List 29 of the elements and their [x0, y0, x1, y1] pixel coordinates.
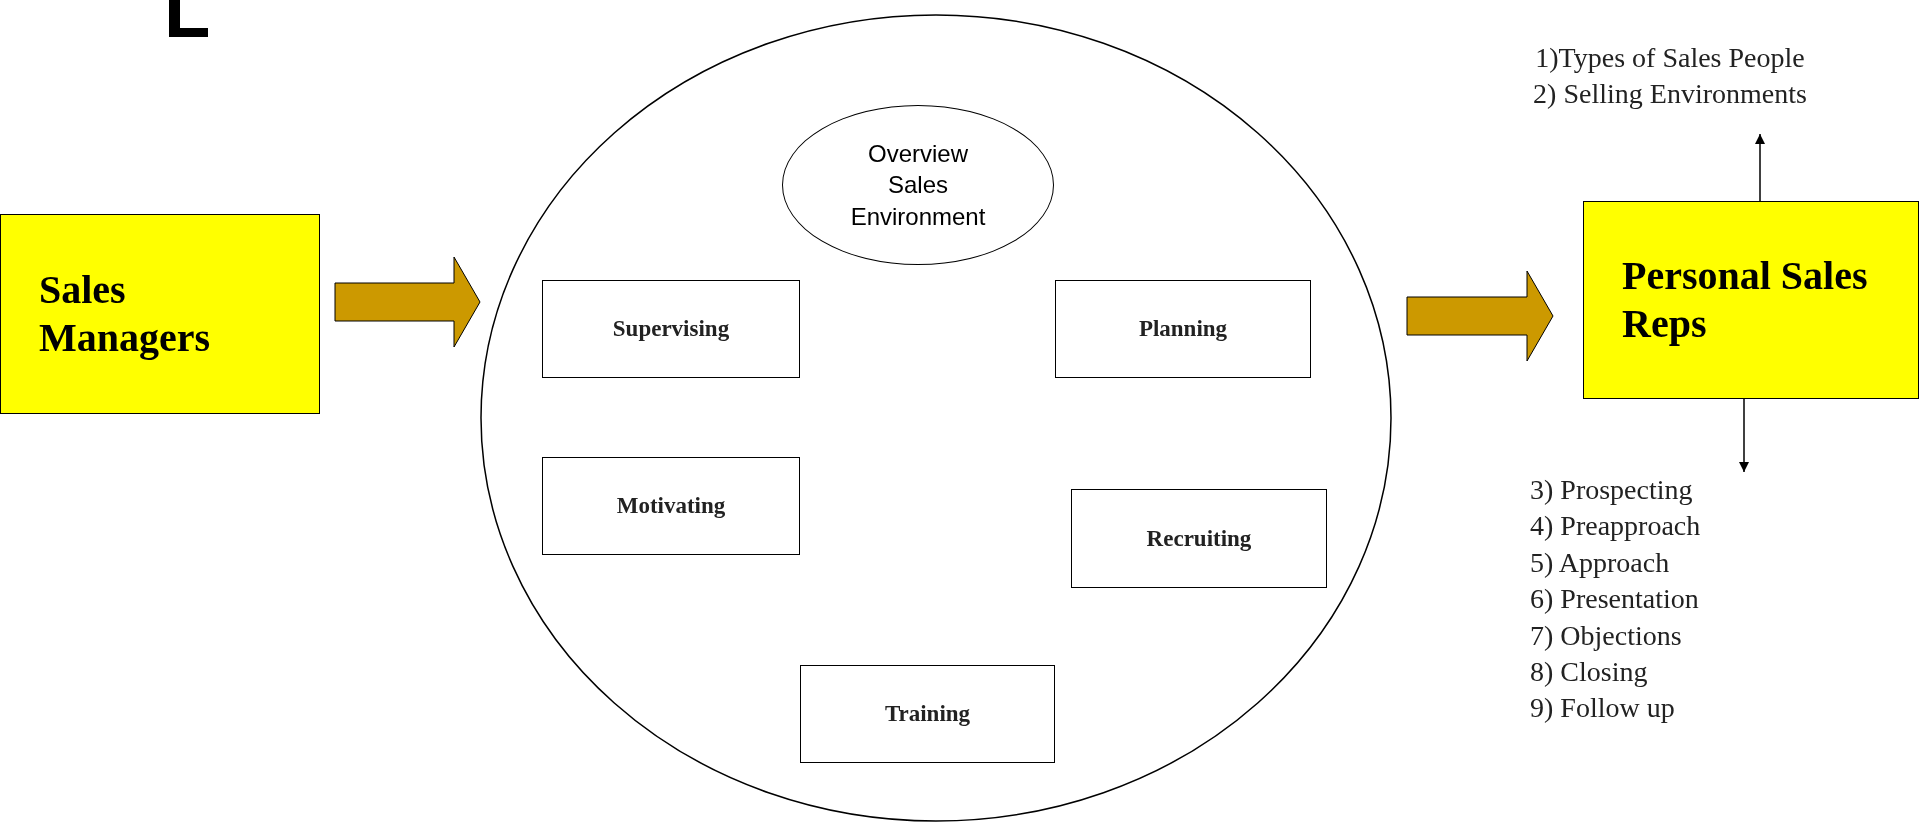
process-box [1583, 201, 1919, 399]
node-label: Supervising [612, 316, 730, 342]
node-label: Sales Managers [39, 266, 212, 362]
process-box [0, 214, 320, 414]
list-item: 1)Types of Sales People [1534, 41, 1806, 75]
block-arrow [1406, 270, 1554, 362]
list-item: 2) Selling Environments [1532, 77, 1808, 112]
list-item: 3) Prospecting [1530, 473, 1694, 507]
process-box [800, 665, 1055, 763]
node-label: Planning [1138, 316, 1228, 342]
node-label: Recruiting [1146, 525, 1252, 552]
list-item: 4) Preapproach [1530, 509, 1702, 544]
group-circle [480, 14, 1392, 822]
arrow [1755, 133, 1765, 202]
block-arrow [334, 256, 481, 348]
list-item: 7) Objections [1530, 618, 1683, 653]
arrow [1739, 398, 1749, 473]
process-box [1071, 489, 1327, 588]
list-item: 9) Follow up [1530, 691, 1676, 726]
node-label: Overview Sales Environment [849, 139, 987, 232]
node-label: Training [884, 701, 971, 727]
list-item: 6) Presentation [1530, 582, 1700, 617]
process-box [1055, 280, 1311, 378]
process-box [542, 457, 800, 555]
list-item: 8) Closing [1530, 654, 1649, 689]
process-box [542, 280, 800, 378]
node-label: Motivating [616, 493, 726, 519]
node-label: Personal Sales Reps [1622, 252, 1869, 348]
list-item: 5) Approach [1530, 545, 1671, 580]
